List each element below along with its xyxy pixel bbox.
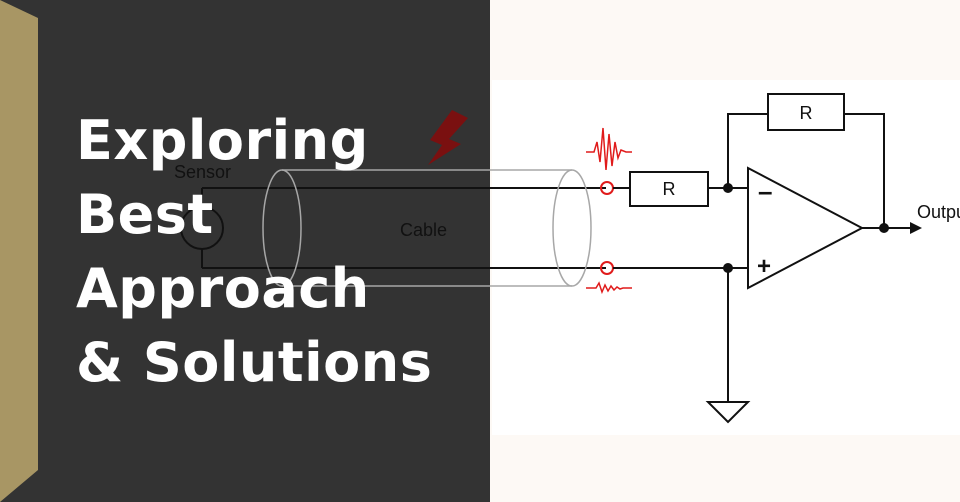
headline-line-2: Best xyxy=(76,183,214,246)
noise-wave-icon xyxy=(586,127,632,171)
headline-line-1: Exploring xyxy=(76,109,369,172)
feedback-wire-right xyxy=(844,113,885,228)
cable-label: Cable xyxy=(400,220,447,240)
noise-wave-icon-small xyxy=(586,281,632,295)
sensor-label: Sensor xyxy=(174,162,231,182)
op-amp-minus-sign: – xyxy=(758,176,772,206)
lightning-bolt-icon xyxy=(428,110,468,165)
dark-overlay-panel xyxy=(0,0,490,502)
input-resistor-label: R xyxy=(663,179,676,199)
feedback-resistor-label: R xyxy=(800,103,813,123)
gold-strip xyxy=(0,0,38,502)
junction-dot-output xyxy=(879,223,889,233)
feedback-wire-left xyxy=(727,113,768,188)
headline: Exploring Best Approach & Solutions xyxy=(76,104,432,400)
output-arrow-icon xyxy=(910,222,922,234)
headline-line-4: & Solutions xyxy=(76,331,433,394)
junction-dot-minus xyxy=(723,183,733,193)
op-amp xyxy=(747,166,865,290)
op-amp-plus-sign: + xyxy=(757,253,771,280)
cable-shield xyxy=(262,169,592,287)
input-resistor xyxy=(629,171,709,207)
diagram-panel xyxy=(492,80,960,435)
feedback-resistor xyxy=(767,93,845,131)
ground-symbol-icon xyxy=(705,401,751,424)
headline-line-3: Approach xyxy=(76,257,370,320)
output-label: Output xyxy=(917,202,960,222)
